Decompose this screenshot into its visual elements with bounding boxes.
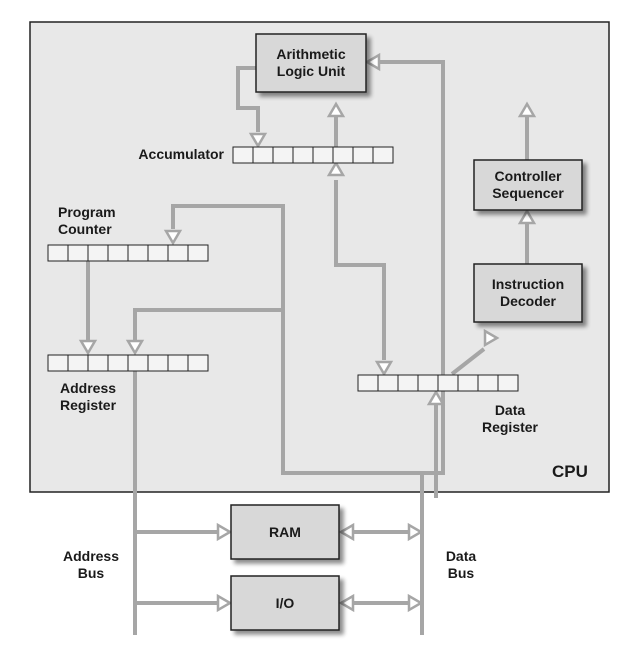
controller-output-arrowhead bbox=[517, 101, 537, 118]
data-register-cell bbox=[437, 374, 459, 392]
accumulator-to-alu-arrowhead bbox=[326, 101, 346, 118]
program-counter-label-line-2: Counter bbox=[58, 221, 112, 237]
program-counter-label-line-1: Program bbox=[58, 204, 116, 220]
io-box bbox=[230, 575, 340, 631]
address-register-cell bbox=[87, 354, 109, 372]
signal-paths bbox=[78, 52, 537, 635]
data-bus-label: Data Bus bbox=[436, 548, 486, 582]
data-register-label-line-2: Register bbox=[481, 419, 539, 435]
alu-to-accumulator-path bbox=[236, 66, 260, 132]
program-counter-label: Program Counter bbox=[58, 204, 116, 238]
data-bus-to-program-counter-path bbox=[171, 204, 424, 497]
data-register-cell bbox=[357, 374, 379, 392]
accumulator-cell bbox=[372, 146, 394, 164]
address-bus-label-line-1: Address bbox=[62, 548, 120, 564]
data-register-cell bbox=[477, 374, 499, 392]
data-register-cell bbox=[377, 374, 399, 392]
io-to-data-bus-arrowhead bbox=[407, 593, 424, 613]
data-register-cell bbox=[457, 374, 479, 392]
data-bus-to-address-register-path bbox=[133, 308, 283, 340]
program-counter-cell bbox=[147, 244, 169, 262]
program-counter-cell bbox=[107, 244, 129, 262]
alu-to-accumulator-arrowhead bbox=[248, 132, 268, 149]
ram-box bbox=[230, 504, 340, 560]
address-register-cell bbox=[187, 354, 209, 372]
data-register-label-line-1: Data bbox=[494, 402, 526, 418]
decoder-label-line-1: Instruction bbox=[491, 276, 565, 292]
program-counter-to-address-register-arrowhead bbox=[78, 339, 98, 356]
data-register-to-accumulator-arrowhead bbox=[326, 160, 346, 177]
data-bus-to-io-arrowhead bbox=[338, 593, 355, 613]
data-register-to-decoder-arrowhead bbox=[483, 328, 500, 348]
accumulator-cell bbox=[352, 146, 374, 164]
data-bus-label-line-2: Bus bbox=[447, 565, 475, 581]
instruction-decoder-box bbox=[473, 263, 583, 323]
address-register-cell bbox=[147, 354, 169, 372]
accumulator-label: Accumulator bbox=[138, 146, 224, 162]
address-register-label-line-2: Register bbox=[60, 397, 117, 413]
address-bus-label: Address Bus bbox=[54, 548, 128, 582]
data-register-cell bbox=[417, 374, 439, 392]
accumulator-cell bbox=[332, 146, 354, 164]
address-register-cell bbox=[167, 354, 189, 372]
accumulator-to-data-register-arrowhead bbox=[374, 360, 394, 377]
program-counter-cell bbox=[167, 244, 189, 262]
controller-sequencer-box bbox=[473, 159, 583, 211]
accumulator-data-register-path bbox=[334, 180, 386, 360]
accumulator-cell bbox=[292, 146, 314, 164]
alu-box bbox=[255, 33, 367, 93]
data-bus-to-data-register-arrowhead bbox=[426, 389, 446, 406]
address-register-cell bbox=[47, 354, 69, 372]
program-counter-cell bbox=[87, 244, 109, 262]
program-counter-cell bbox=[187, 244, 209, 262]
decoder-to-controller-arrowhead bbox=[517, 208, 537, 225]
ram-to-data-bus-arrowhead bbox=[407, 522, 424, 542]
address-register-label-line-1: Address bbox=[60, 380, 117, 396]
io-label: I/O bbox=[275, 594, 295, 611]
program-counter-register bbox=[47, 244, 209, 262]
accumulator-register bbox=[232, 146, 394, 164]
alu-label-line-2: Logic Unit bbox=[276, 63, 346, 79]
controller-label-line-2: Sequencer bbox=[492, 185, 564, 201]
decoder-label-line-2: Decoder bbox=[499, 293, 557, 309]
data-register-cell bbox=[397, 374, 419, 392]
address-bus-to-ram-arrowhead bbox=[216, 522, 233, 542]
address-register-cell bbox=[67, 354, 89, 372]
program-counter-cell bbox=[127, 244, 149, 262]
data-register-to-decoder-path bbox=[450, 347, 486, 376]
data-register bbox=[357, 374, 519, 392]
accumulator-cell bbox=[252, 146, 274, 164]
data-register-label: Data Register bbox=[470, 402, 550, 436]
address-bus-to-io-arrowhead bbox=[216, 593, 233, 613]
accumulator-cell bbox=[232, 146, 254, 164]
controller-label-line-1: Controller bbox=[494, 168, 562, 184]
address-register bbox=[47, 354, 209, 372]
data-bus-to-address-register-arrowhead bbox=[125, 339, 145, 356]
accumulator-cell bbox=[272, 146, 294, 164]
program-counter-cell bbox=[47, 244, 69, 262]
data-bus-to-program-counter-arrowhead bbox=[163, 229, 183, 246]
program-counter-cell bbox=[67, 244, 89, 262]
cpu-label: CPU bbox=[552, 462, 588, 481]
data-register-cell bbox=[497, 374, 519, 392]
data-bus-to-ram-arrowhead bbox=[338, 522, 355, 542]
address-register-cell bbox=[107, 354, 129, 372]
data-bus-label-line-1: Data bbox=[445, 548, 477, 564]
address-register-label: Address Register bbox=[60, 380, 116, 414]
alu-label-line-1: Arithmetic bbox=[276, 46, 346, 62]
data-bus-to-alu-arrowhead bbox=[364, 52, 381, 72]
address-bus-label-line-2: Bus bbox=[77, 565, 105, 581]
accumulator-cell bbox=[312, 146, 334, 164]
ram-label: RAM bbox=[269, 523, 301, 540]
address-register-cell bbox=[127, 354, 149, 372]
